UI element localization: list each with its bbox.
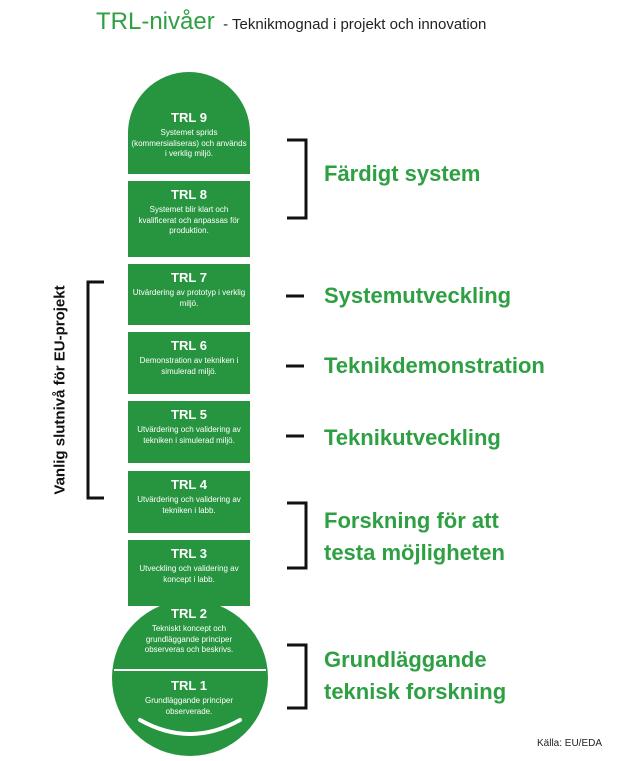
trl-3-desc: Utveckling och validering av koncept i l…	[139, 564, 239, 584]
bracket-eu-projekt	[86, 280, 104, 500]
diagram-title: TRL-nivåer - Teknikmognad i projekt och …	[96, 8, 486, 36]
stage-forskning-line-1: Forskning för att	[324, 508, 499, 533]
trl-2-desc: Tekniskt koncept och grundläggande princ…	[144, 624, 234, 654]
trl-4-block: TRL 4 Utvärdering och validering av tekn…	[128, 471, 250, 533]
trl-5-label: TRL 5	[171, 407, 207, 422]
trl-2-block: TRL 2 Tekniskt koncept och grundläggande…	[128, 606, 250, 656]
eu-projekt-label-text: Vanlig slutnivå för EU-projekt	[51, 285, 69, 495]
title-subtitle: - Teknikmognad i projekt och innovation	[223, 16, 487, 33]
stage-systemutveckling: Systemutveckling	[324, 283, 512, 308]
trl-4-desc: Utvärdering och validering av tekniken i…	[137, 495, 241, 515]
stage-grundlaggande-line-2: teknisk forskning	[324, 679, 507, 704]
stage-forskning-line-2: testa möjligheten	[324, 540, 505, 565]
trl-6-block: TRL 6 Demonstration av tekniken i simule…	[128, 332, 250, 394]
trl-6-label: TRL 6	[171, 338, 207, 353]
trl-7-label: TRL 7	[171, 270, 207, 285]
trl-6-desc: Demonstration av tekniken i simulerad mi…	[139, 356, 239, 376]
stage-grundlaggande-line-1: Grundläggande	[324, 647, 487, 672]
trl-8-block: TRL 8 Systemet blir klart och kvalificer…	[128, 181, 250, 257]
trl-1-desc: Grundläggande principer observerade.	[144, 696, 234, 716]
trl-3-label: TRL 3	[171, 546, 207, 561]
trl-2-label: TRL 2	[171, 606, 207, 621]
trl-3-block: TRL 3 Utveckling och validering av konce…	[128, 540, 250, 606]
trl-7-block: TRL 7 Utvärdering av prototyp i verklig …	[128, 264, 250, 325]
trl-7-desc: Utvärdering av prototyp i verklig miljö.	[132, 288, 246, 308]
trl-5-block: TRL 5 Utvärdering och validering av tekn…	[128, 401, 250, 463]
title-main: TRL-nivåer	[96, 8, 215, 35]
trl-4-label: TRL 4	[171, 477, 207, 492]
trl-9-label: TRL 9	[171, 110, 207, 125]
bracket-fardigt-system	[287, 138, 308, 220]
bracket-forskning	[287, 501, 308, 570]
trl-8-desc: Systemet blir klart och kvalificerat och…	[138, 205, 240, 235]
trl-8-label: TRL 8	[171, 187, 207, 202]
trl-1-label: TRL 1	[171, 678, 207, 693]
trl-5-desc: Utvärdering och validering av tekniken i…	[137, 425, 241, 445]
stage-teknikdemonstration: Teknikdemonstration	[324, 353, 545, 378]
trl-1-block: TRL 1 Grundläggande principer observerad…	[128, 678, 250, 717]
source-note: Källa: EU/EDA	[537, 738, 603, 749]
stage-fardigt-system: Färdigt system	[324, 161, 481, 186]
thermometer-bulb	[112, 600, 268, 756]
trl-9-block: TRL 9 Systemet sprids (kommersialiseras)…	[128, 72, 250, 174]
stage-teknikutveckling: Teknikutveckling	[324, 425, 501, 450]
trl-9-desc: Systemet sprids (kommersialiseras) och a…	[131, 128, 247, 158]
bracket-grundlaggande	[287, 643, 308, 710]
